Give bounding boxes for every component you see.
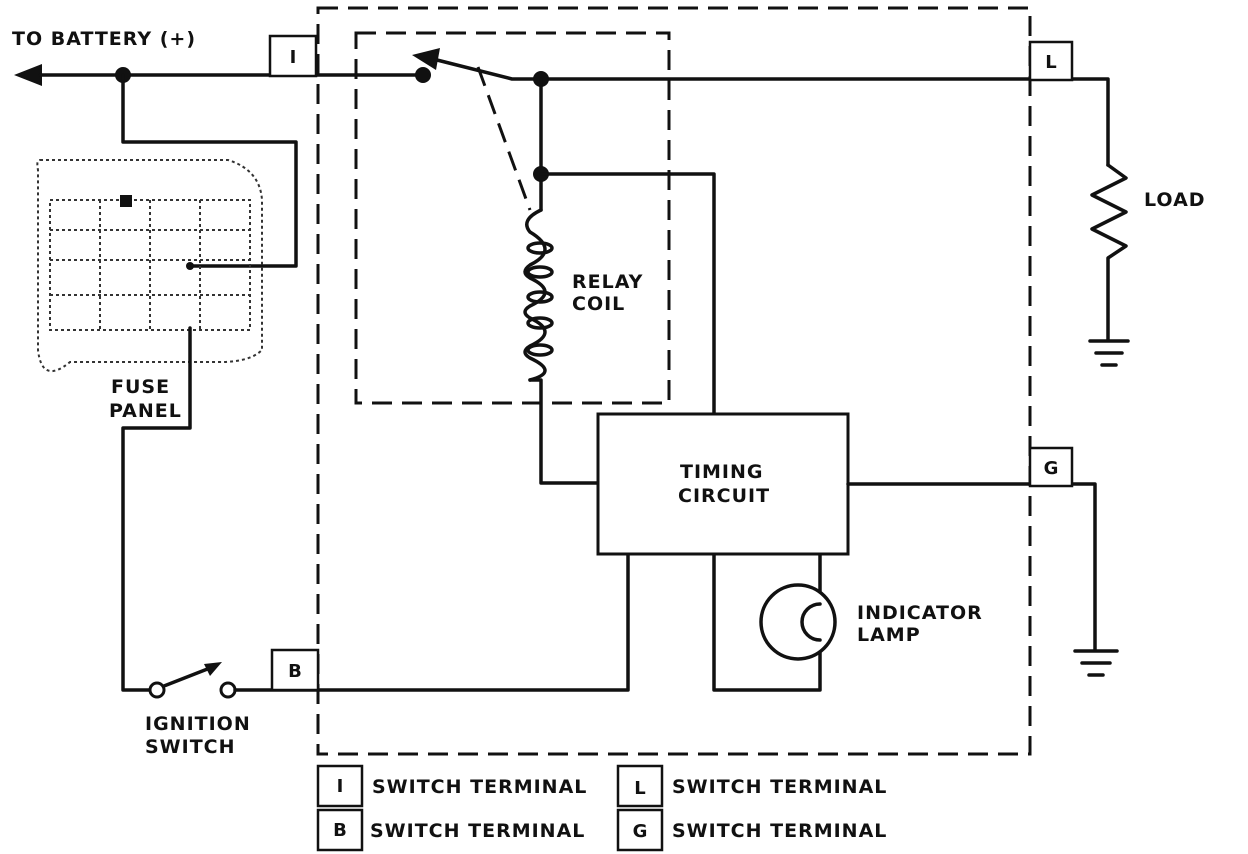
ignition-feed-wire [121, 326, 192, 692]
timing-label-line1: TIMING [680, 461, 764, 483]
ground-symbol-load [1088, 339, 1130, 367]
relay-label-line1: RELAY [572, 271, 643, 293]
timing-label-line2: CIRCUIT [678, 485, 770, 507]
ignition-label-line2: SWITCH [145, 736, 236, 758]
b-terminal-wire [233, 553, 630, 692]
indicator-label-line1: INDICATOR [857, 602, 983, 624]
terminal-b: B [270, 648, 320, 692]
svg-text:SWITCH TERMINAL: SWITCH TERMINAL [372, 776, 587, 798]
legend-item-g: G SWITCH TERMINAL [616, 808, 887, 852]
svg-text:B: B [288, 661, 302, 682]
relay-contact-blade [435, 58, 1110, 167]
svg-text:SWITCH TERMINAL: SWITCH TERMINAL [672, 820, 887, 842]
svg-text:B: B [333, 820, 347, 841]
terminal-i: I [268, 34, 318, 78]
relay-boundary [354, 31, 671, 405]
legend-item-b: B SWITCH TERMINAL [316, 808, 585, 852]
fuse-panel-graphic [36, 159, 263, 373]
indicator-label-line2: LAMP [857, 624, 921, 646]
svg-text:I: I [290, 47, 297, 68]
relay-coil-lower-wire [528, 378, 600, 485]
ground-symbol-g [1073, 649, 1119, 677]
ignition-switch-blade [162, 666, 212, 688]
legend-item-i: I SWITCH TERMINAL [316, 764, 587, 808]
relay-fixed-contact [415, 67, 431, 83]
svg-text:SWITCH TERMINAL: SWITCH TERMINAL [672, 776, 887, 798]
terminal-g: G [1028, 446, 1074, 488]
svg-text:L: L [634, 778, 645, 799]
svg-text:I: I [337, 776, 344, 797]
timing-feed-wire [539, 172, 716, 415]
svg-text:G: G [633, 821, 648, 842]
ignition-label-line1: IGNITION [145, 713, 251, 735]
legend: I SWITCH TERMINAL B SWITCH TERMINAL L SW… [316, 764, 887, 852]
ignition-switch-arrow [204, 662, 222, 676]
relay-actuator-link [476, 66, 532, 211]
svg-text:G: G [1044, 458, 1059, 479]
relay-coil-loops [526, 241, 554, 357]
legend-item-l: L SWITCH TERMINAL [616, 764, 887, 808]
ignition-contact-left [148, 681, 166, 699]
fuse-panel-label-line1: FUSE [111, 376, 170, 398]
terminal-l: L [1028, 40, 1074, 82]
ignition-contact-right [219, 681, 237, 699]
indicator-lamp [759, 583, 837, 661]
module-boundary [316, 6, 1032, 756]
battery-arrow [14, 64, 42, 86]
load-resistor [1090, 163, 1128, 342]
timing-circuit-box [596, 412, 850, 556]
g-terminal-wire [846, 482, 1097, 652]
fuse-feed-dot [186, 262, 194, 270]
indicator-lamp-filament [800, 602, 822, 642]
fuse-feed-wire [121, 73, 298, 268]
relay-label-line2: COIL [572, 293, 625, 315]
load-label: LOAD [1144, 189, 1206, 211]
fuse-panel-label-line2: PANEL [109, 400, 182, 422]
svg-text:SWITCH TERMINAL: SWITCH TERMINAL [370, 820, 585, 842]
svg-text:L: L [1045, 52, 1056, 73]
battery-label: TO BATTERY (+) [12, 28, 196, 50]
relay-contact-arrow [412, 48, 440, 70]
